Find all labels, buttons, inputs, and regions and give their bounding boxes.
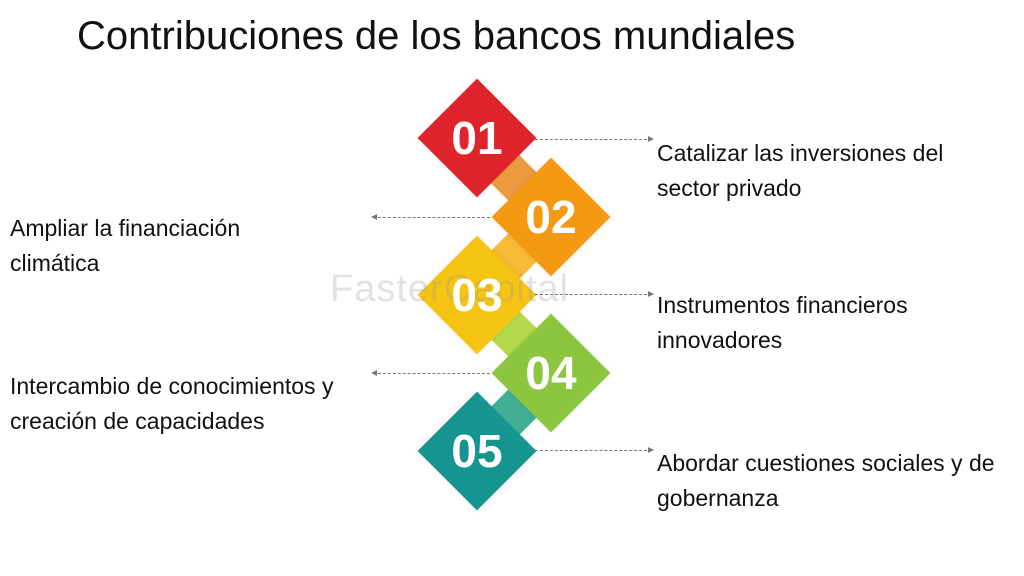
number-03: 03: [451, 269, 503, 321]
label-03: Instrumentos financieros innovadores: [657, 292, 908, 353]
label-04: Intercambio de conocimientos y creación …: [10, 373, 334, 434]
number-01: 01: [451, 112, 503, 164]
arrow-left-04: [371, 370, 490, 376]
arrow-right-05: [535, 447, 654, 453]
arrow-left-02: [371, 214, 490, 220]
watermark: FasterCapital: [330, 268, 569, 310]
arrow-right-01: [535, 136, 654, 142]
number-02: 02: [525, 191, 577, 243]
label-05: Abordar cuestiones sociales y de goberna…: [657, 450, 995, 511]
label-01: Catalizar las inversiones del sector pri…: [657, 140, 944, 201]
slide-title: Contribuciones de los bancos mundiales: [77, 14, 796, 58]
arrow-right-03: [535, 291, 654, 297]
number-05: 05: [451, 425, 503, 477]
label-02: Ampliar la financiación climática: [10, 215, 241, 276]
number-04: 04: [525, 347, 577, 399]
